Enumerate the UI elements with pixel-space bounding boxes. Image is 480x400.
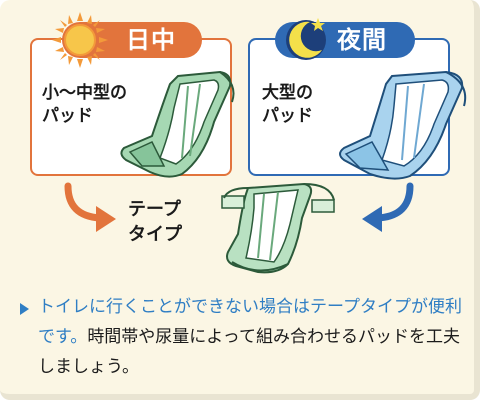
large-pad-illustration: [339, 70, 467, 180]
tape-type-label: テープ タイプ: [128, 199, 182, 245]
note-text: トイレに行くことができない場合はテープタイプが便利です。時間帯や尿量によって組み…: [38, 292, 470, 382]
bullet-triangle-icon: [20, 303, 29, 315]
arrow-left-icon: [362, 182, 414, 232]
moon-icon: [286, 18, 326, 60]
sun-icon: [52, 12, 108, 68]
arrow-right-icon: [64, 182, 116, 232]
night-pad-label: 大型の パッド: [262, 83, 313, 126]
note-rest: 時間帯や尿量によって組み合わせるパッドを工夫しましょう。: [38, 327, 460, 377]
small-pad-illustration: [120, 70, 235, 178]
tape-diaper-illustration: [221, 182, 335, 274]
day-pad-label: 小～中型の パッド: [42, 83, 127, 126]
note-highlight: トイレに行くことができない場合はテープタイプが便利です。: [38, 297, 462, 347]
